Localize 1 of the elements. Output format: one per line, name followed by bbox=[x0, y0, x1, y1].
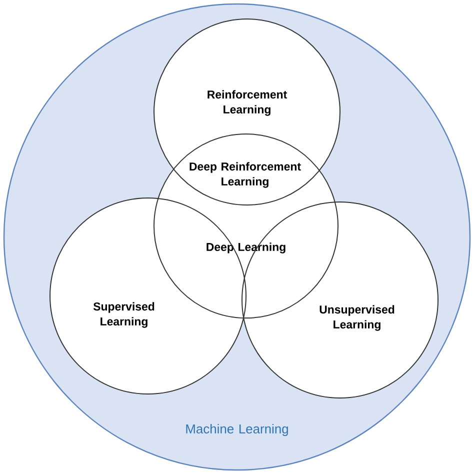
region-label: Deep Reinforcement Learning bbox=[190, 162, 301, 188]
